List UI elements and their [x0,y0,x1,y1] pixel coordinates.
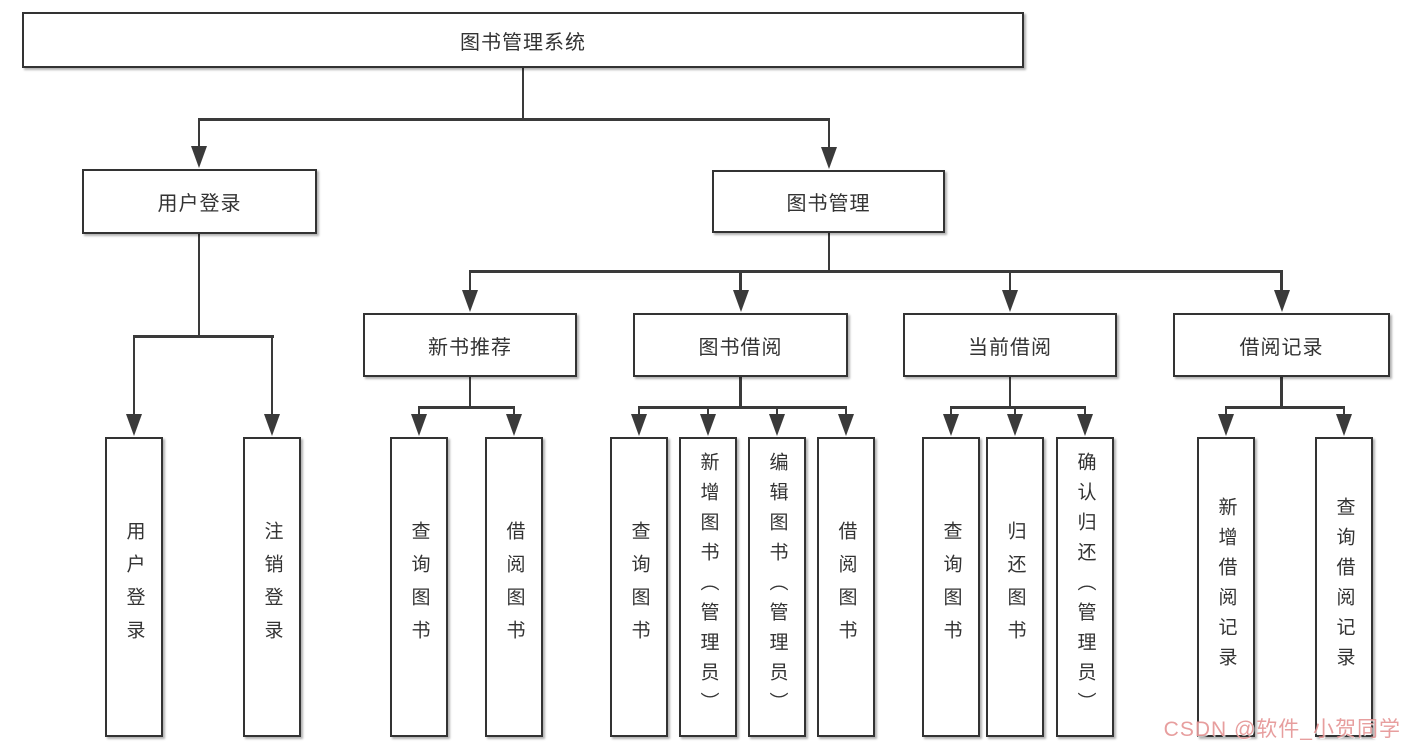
connector-line [134,335,274,338]
connector-line [419,406,515,409]
node-book-borrow: 图书借阅 [633,313,848,377]
leaf-nb-query-books: 查询图书 [390,437,448,737]
node-current-borrow: 当前借阅 [903,313,1117,377]
node-user-login-label: 用户登录 [157,193,242,215]
node-borrow-records: 借阅记录 [1173,313,1390,377]
arrowhead-icon [838,414,854,436]
connector-line [706,406,710,418]
connector-line [1224,406,1228,418]
connector-line [197,118,201,150]
arrowhead-icon [631,414,647,436]
node-book-management-label: 图书管理 [786,193,871,215]
leaf-bb-borrow-books: 借阅图书 [817,437,875,737]
watermark: CSDN @软件_小贺同学 [1163,718,1401,741]
arrowhead-icon [769,414,785,436]
leaf-br-add-record-label: 新增借阅记录 [1215,497,1237,677]
leaf-bb-add-books-admin: 新增图书（管理员） [679,437,737,737]
arrowhead-icon [191,146,207,168]
arrowhead-icon [462,290,478,312]
connector-line [739,270,742,292]
node-root-label: 图书管理系统 [460,31,586,54]
leaf-bb-borrow-books-label: 借阅图书 [835,521,857,653]
node-current-borrow-label: 当前借阅 [968,336,1052,359]
arrowhead-icon [700,414,716,436]
arrowhead-icon [126,414,142,436]
leaf-cb-query-books-label: 查询图书 [940,521,962,653]
connector-line [951,406,1085,409]
leaf-bb-query-books: 查询图书 [610,437,668,737]
connector-line [827,233,831,272]
leaf-bb-edit-books-admin-label: 编辑图书（管理员） [766,452,788,722]
leaf-br-add-record: 新增借阅记录 [1197,437,1255,737]
leaf-br-query-record-label: 查询借阅记录 [1333,497,1355,677]
connector-line [512,406,516,418]
connector-line [132,335,136,416]
connector-line [775,406,779,418]
connector-line [1013,406,1017,418]
leaf-user-login-label: 用户登录 [123,521,145,653]
leaf-bb-add-books-admin-label: 新增图书（管理员） [697,452,719,722]
leaf-cb-return-books-label: 归还图书 [1004,521,1026,653]
connector-line [637,406,641,418]
node-new-book-recommend-label: 新书推荐 [428,336,512,359]
leaf-cb-query-books: 查询图书 [922,437,980,737]
arrowhead-icon [1273,290,1290,312]
leaf-br-query-record: 查询借阅记录 [1315,437,1373,737]
leaf-logout-label: 注销登录 [261,521,283,653]
connector-line [1226,406,1344,409]
connector-line [949,406,953,418]
connector-line [470,270,1282,273]
connector-line [199,118,830,121]
arrowhead-icon [411,414,427,436]
connector-line [468,377,472,408]
leaf-bb-edit-books-admin: 编辑图书（管理员） [748,437,806,737]
connector-line [1008,377,1012,408]
connector-line [1083,406,1087,418]
leaf-bb-query-books-label: 查询图书 [628,521,650,653]
arrowhead-icon [1336,414,1352,436]
arrowhead-icon [264,414,280,436]
arrowhead-icon [943,414,959,436]
leaf-user-login: 用户登录 [105,437,163,737]
arrowhead-icon [1077,414,1093,436]
node-book-borrow-label: 图书借阅 [698,336,783,359]
arrowhead-icon [732,290,749,312]
node-book-management: 图书管理 [712,170,945,233]
arrowhead-icon [1002,290,1018,312]
connector-line [1280,270,1283,292]
node-root: 图书管理系统 [22,12,1024,68]
leaf-cb-return-books: 归还图书 [986,437,1044,737]
connector-line [827,118,831,150]
leaf-nb-borrow-books-label: 借阅图书 [503,521,525,653]
connector-line [521,68,525,119]
connector-line [197,234,201,337]
node-new-book-recommend: 新书推荐 [363,313,577,377]
connector-line [270,335,274,416]
connector-line [1342,406,1346,418]
connector-line [844,406,848,418]
node-user-login: 用户登录 [82,169,317,234]
leaf-cb-confirm-return-admin-label: 确认归还（管理员） [1074,452,1096,722]
arrowhead-icon [506,414,522,436]
arrowhead-icon [1218,414,1234,436]
connector-line [1280,377,1283,408]
leaf-cb-confirm-return-admin: 确认归还（管理员） [1056,437,1114,737]
connector-line [1008,270,1012,292]
arrowhead-icon [821,147,837,169]
connector-line [639,406,846,409]
node-borrow-records-label: 借阅记录 [1239,336,1324,359]
arrowhead-icon [1007,414,1023,436]
leaf-nb-borrow-books: 借阅图书 [485,437,543,737]
leaf-logout: 注销登录 [243,437,301,737]
connector-line [417,406,421,418]
leaf-nb-query-books-label: 查询图书 [408,521,430,653]
connector-line [739,377,742,408]
connector-line [468,270,472,292]
